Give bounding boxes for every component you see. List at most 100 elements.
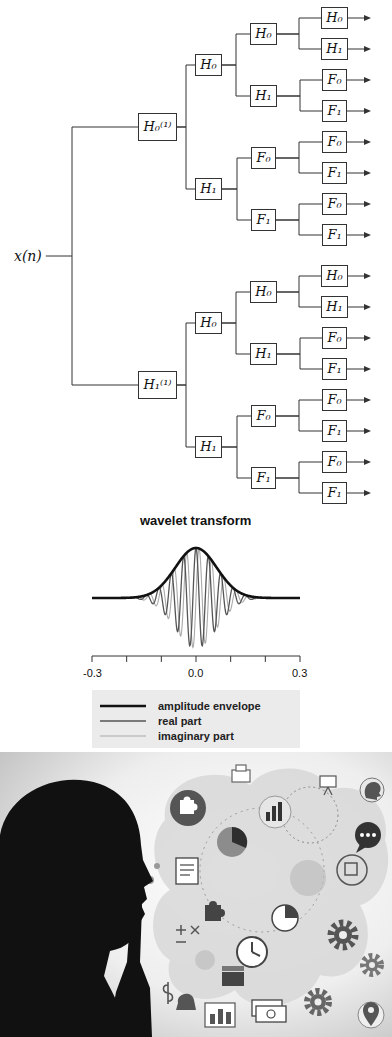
output-wire — [348, 276, 364, 277]
wavelet-plot — [92, 548, 300, 662]
tree-connector — [277, 18, 321, 34]
tick-label: 0.0 — [188, 667, 203, 679]
puzzle-knob — [209, 901, 217, 909]
tree-connector — [276, 400, 322, 416]
tree-connector — [276, 204, 322, 220]
puzzle-icon — [337, 855, 367, 885]
axis-tick — [126, 656, 127, 662]
tree-connector — [222, 416, 251, 447]
money-bag — [176, 994, 196, 1010]
output-wire — [347, 111, 364, 112]
filter-box: F₁ — [322, 224, 347, 246]
tree-connector — [177, 385, 195, 447]
output-arrowhead — [364, 15, 371, 21]
filter-label: H₁ — [322, 41, 347, 56]
clock-hand — [251, 942, 253, 952]
text-line — [180, 864, 194, 865]
puzzle-icon — [170, 790, 206, 826]
filter-box: H₀ — [321, 7, 348, 29]
output-wire — [347, 235, 364, 236]
bubble-disc — [290, 860, 326, 896]
bar — [272, 806, 276, 821]
output-wire — [347, 80, 364, 81]
speech-bubble-icon — [355, 822, 381, 853]
filter-box: H₁ — [195, 178, 222, 200]
dot — [372, 833, 376, 837]
gear-hole — [315, 999, 322, 1006]
output-arrowhead — [364, 490, 371, 496]
filter-box: F₁ — [322, 358, 347, 380]
filter-box: H₀ — [321, 265, 348, 287]
clapper-body — [222, 972, 244, 986]
tree-connector — [276, 462, 322, 478]
filter-box: F₀ — [322, 131, 347, 153]
output-arrowhead — [364, 232, 371, 238]
tree-connector — [177, 323, 195, 385]
filter-box: F₀ — [251, 147, 276, 169]
printer-icon — [232, 765, 250, 782]
input-wire — [46, 256, 72, 257]
sheet — [176, 858, 198, 884]
dot — [360, 833, 364, 837]
legend-text: real part — [158, 715, 201, 727]
imaginary-curve — [92, 549, 300, 648]
clapper-top — [222, 966, 244, 971]
tree-connector — [277, 276, 321, 292]
filter-box: F₁ — [322, 100, 347, 122]
envelope-curve — [92, 548, 300, 598]
filter-box: H₁ — [195, 436, 222, 458]
gear-hole — [339, 931, 347, 939]
input-wire — [72, 385, 138, 386]
clock-hand — [252, 952, 260, 956]
filter-box: H₀ — [195, 54, 222, 76]
bubble — [355, 822, 381, 848]
tree-connector — [277, 80, 322, 96]
output-arrowhead — [364, 428, 371, 434]
map-pin-icon — [358, 1002, 384, 1028]
text-line — [180, 874, 190, 875]
puzzle-icon — [205, 901, 225, 921]
filter-box: H₀ — [195, 312, 222, 334]
filter-label: F₀ — [252, 408, 275, 423]
pie-wedge — [232, 827, 247, 848]
filter-box: F₀ — [322, 193, 347, 215]
filter-label: F₀ — [323, 134, 346, 149]
filter-label: F₀ — [252, 150, 275, 165]
filter-box: H₀ — [250, 23, 277, 45]
filter-box: F₁ — [322, 482, 347, 504]
axis-tick — [265, 656, 266, 662]
axis-tick — [161, 656, 162, 662]
gear-icon — [307, 923, 381, 1013]
output-wire — [347, 204, 364, 205]
bar-chart-icon — [205, 1003, 235, 1027]
dot — [366, 833, 370, 837]
icon-disc — [360, 778, 384, 802]
tree-connector — [222, 447, 251, 478]
output-arrowhead — [364, 335, 371, 341]
filter-box: H₁⁽¹⁾ — [138, 371, 177, 399]
filter-box: H₀ — [250, 281, 277, 303]
easel-icon — [320, 776, 336, 795]
legend-sample — [100, 720, 146, 721]
tree-connector — [277, 354, 322, 369]
filter-box: F₀ — [322, 389, 347, 411]
output-wire — [347, 431, 364, 432]
filter-label: H₀ — [196, 57, 221, 72]
real-curve — [92, 548, 300, 646]
puzzle-knob — [217, 909, 225, 917]
pie-chart-icon — [272, 905, 298, 931]
plus — [180, 925, 182, 935]
output-arrowhead — [364, 46, 371, 52]
output-arrowhead — [364, 459, 371, 465]
printer-body — [232, 770, 250, 782]
chart-frame — [205, 1003, 235, 1027]
leg — [324, 787, 328, 795]
bar — [266, 812, 270, 821]
output-wire — [347, 338, 364, 339]
tree-connector — [177, 65, 195, 127]
bar — [218, 1009, 223, 1024]
filter-label: H₁ — [196, 181, 221, 196]
hand-silhouette — [108, 900, 152, 1037]
filter-label: F₁ — [323, 227, 346, 242]
